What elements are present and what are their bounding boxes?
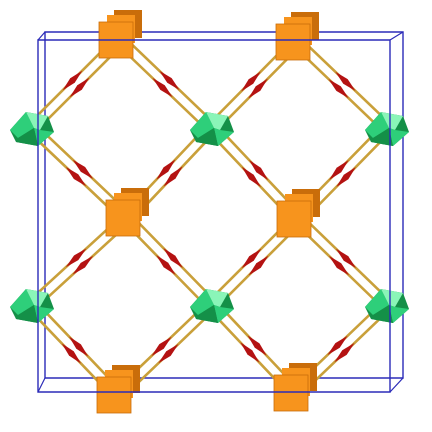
cluster-face [16,128,38,146]
linker-red-spindle [335,248,357,269]
orange-node [96,365,140,414]
unit-cell-front-edges [37,39,391,393]
cluster-face [206,289,228,307]
linker-red-spindle [334,342,355,363]
cluster-face [196,128,218,146]
green-cluster [190,112,234,146]
linker-red-spindle [72,159,94,179]
linker-red-spindle [152,77,173,98]
green-cluster [365,112,409,146]
cluster-face [389,128,409,146]
orange-node [275,12,319,61]
cluster-face [381,112,403,130]
linker-red-spindle [159,70,180,91]
green-cluster [10,112,54,146]
linker-red-spindle [163,166,183,187]
cluster-face [34,305,54,323]
green-clusters [10,112,409,323]
node-cube-front [105,199,141,237]
linker-red-spindle [241,71,261,92]
cluster-face [26,289,48,307]
cluster-face [10,112,34,138]
cluster-face [190,289,214,315]
cell-depth-edge [389,377,404,393]
green-cluster [190,289,234,323]
linker-red-spindle [158,343,179,364]
linker-red-spindle [72,255,94,275]
linker-red-spindle [65,167,87,187]
linker-red-spindle [65,248,87,268]
node-cube-front [275,23,311,61]
linker-red-spindle [241,166,261,188]
cell-depth-edge [389,31,404,41]
linker-red-spindle [248,78,268,99]
linker-red-spindle [156,159,176,180]
linker-red-spindle [328,255,350,276]
linker-red-spindle [241,248,262,269]
cluster-face [214,305,234,323]
cluster-face [214,128,234,146]
orange-node [98,10,142,59]
cluster-face [26,112,48,130]
linker-red-spindle [248,255,269,276]
cell-depth-edge [37,377,46,393]
green-cluster [10,289,54,323]
linker-red-spindle [247,335,267,356]
node-cube-front [273,374,309,412]
linker-red-spindle [327,335,348,356]
node-cube-front [276,200,312,238]
cluster-face [16,305,38,323]
node-cube-front [96,376,132,414]
linker-red-spindle [328,78,349,99]
cluster-face [34,128,54,146]
cluster-face [196,305,218,323]
cluster-face [389,305,409,323]
linker-red-spindle [62,70,83,91]
linker-red-spindle [240,342,260,363]
linker-red-spindle [156,254,176,276]
linker-red-spindle [335,71,356,92]
cluster-face [381,289,403,307]
linker-red-spindle [163,247,183,269]
orange-node [276,189,320,238]
orange-nodes [96,10,320,414]
cluster-face [206,112,228,130]
cluster-face [190,112,214,138]
linker-rods [27,35,392,400]
cell-depth-edge [37,31,46,41]
linker-red-spindle [151,336,172,357]
linker-red-spindle [249,159,269,181]
green-cluster [365,289,409,323]
orange-node [105,188,149,237]
cluster-face [371,128,393,146]
linker-red-spindle [61,343,82,364]
linker-red-spindle [329,159,349,181]
linker-red-spindle [68,336,89,357]
linker-red-spindle [69,77,90,98]
cluster-face [365,289,389,315]
cell-front-face [37,39,391,393]
linker-red-spindle [336,166,356,188]
cluster-face [371,305,393,323]
cluster-face [10,289,34,315]
cluster-face [365,112,389,138]
